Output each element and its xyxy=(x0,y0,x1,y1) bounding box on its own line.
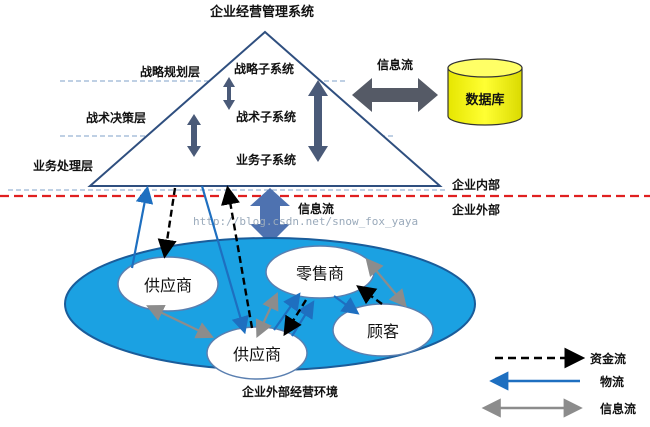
legend-info-label: 信息流 xyxy=(600,401,636,416)
layer-tactical-label: 战术决策层 xyxy=(86,110,146,125)
logistics-arrow-enterprise-to-supplier xyxy=(200,185,249,335)
database-label: 数据库 xyxy=(465,92,504,108)
funds-arrow-enterprise-to-supplier xyxy=(157,187,177,259)
double-arrow-tactical-business xyxy=(187,114,201,157)
logistics-arrow-retailer-to-customer xyxy=(333,295,360,315)
info-arrow-supplier-to-retailer xyxy=(255,292,279,338)
boundary-flow-label: 信息流 xyxy=(298,201,334,216)
node-supplier-bottom-label: 供应商 xyxy=(233,345,281,364)
database-flow-label: 信息流 xyxy=(377,57,413,72)
subsystem-business-label: 业务子系统 xyxy=(236,152,296,167)
layer-strategic-label: 战略规划层 xyxy=(140,64,200,79)
funds-arrow-retailer-to-supplier xyxy=(283,299,308,337)
environment-label: 企业外部经营环境 xyxy=(241,384,338,399)
legend: 资金流 物流 信息流 xyxy=(481,347,636,418)
layer-business-label: 业务处理层 xyxy=(33,158,93,173)
node-supplier-left-label: 供应商 xyxy=(144,276,192,295)
info-arrow-supplier-left-to-supplier-bottom xyxy=(146,304,214,339)
double-arrow-strategic-business xyxy=(308,80,328,162)
funds-arrow-supplier-to-enterprise xyxy=(221,185,254,329)
double-arrow-strategic-tactical xyxy=(223,77,235,110)
legend-logistics-label: 物流 xyxy=(600,374,624,389)
logistics-arrow-supplier-to-enterprise xyxy=(130,185,154,269)
subsystem-tactical-label: 战术子系统 xyxy=(236,109,296,124)
legend-funds-label: 资金流 xyxy=(590,351,626,366)
node-customer-label: 顾客 xyxy=(367,322,399,341)
subsystem-strategic-label: 战略子系统 xyxy=(234,61,294,76)
info-arrow-retailer-to-customer xyxy=(365,257,407,308)
pyramid-title: 企业经营管理系统 xyxy=(209,4,314,20)
database-cylinder xyxy=(447,58,523,126)
watermark-text: http://blog.csdn.net/snow_fox_yaya xyxy=(193,215,418,228)
boundary-info-flow-arrow xyxy=(250,188,290,244)
info-flow-database-arrow xyxy=(352,78,438,112)
management-pyramid xyxy=(87,30,443,187)
external-label: 企业外部 xyxy=(451,202,500,217)
internal-label: 企业内部 xyxy=(451,177,500,192)
node-retailer-label: 零售商 xyxy=(296,264,344,283)
